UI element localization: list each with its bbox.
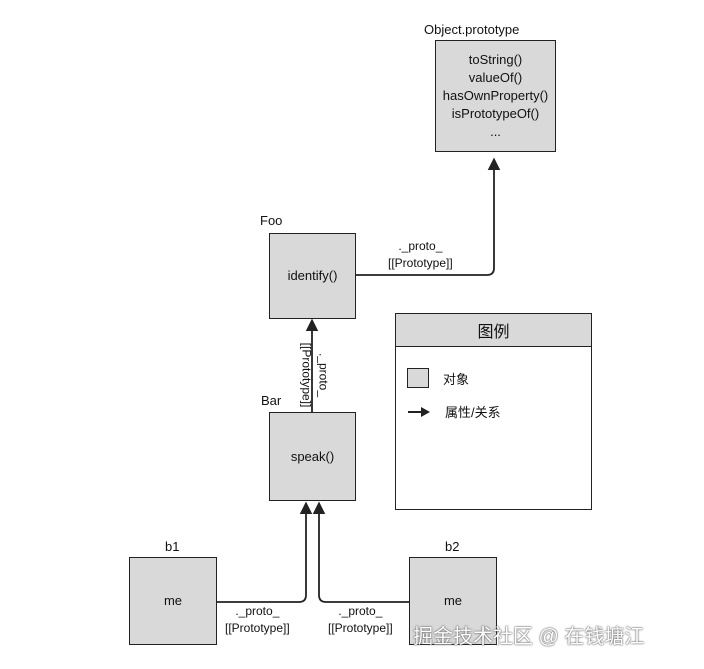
- object-prototype-title: Object.prototype: [424, 22, 520, 37]
- object-method: valueOf(): [468, 70, 523, 85]
- object-swatch-icon: [407, 368, 429, 388]
- b2-method: me: [443, 593, 463, 608]
- object-method: isPrototypeOf(): [451, 106, 540, 121]
- b1-title: b1: [165, 539, 180, 554]
- edge-label-line: [[Prototype]]: [328, 621, 393, 635]
- legend-relation-row: 属性/关系: [407, 402, 501, 421]
- legend-title: 图例: [396, 314, 591, 347]
- b2-title: b2: [445, 539, 460, 554]
- edge-label-line: [[Prototype]]: [388, 256, 453, 270]
- arrow-foo-to-object-prototype: [356, 157, 501, 276]
- edge-label-b1-to-bar: ._proto_ [[Prototype]]: [225, 603, 290, 637]
- arrow-right-icon: [408, 406, 430, 417]
- edge-label-b2-to-bar: ._proto_ [[Prototype]]: [328, 603, 393, 637]
- watermark: 掘金技术社区 @ 在钱塘江: [413, 626, 645, 648]
- foo-method: identify(): [287, 268, 338, 283]
- legend-object-label: 对象: [443, 371, 470, 387]
- b2-box: me: [409, 557, 497, 645]
- edge-label-line: ._proto_: [316, 352, 331, 398]
- edge-label-line: [[Prototype]]: [299, 342, 314, 408]
- edge-label-foo-to-object: ._proto_ [[Prototype]]: [388, 238, 453, 272]
- object-method: hasOwnProperty(): [442, 88, 549, 103]
- foo-title: Foo: [260, 213, 283, 228]
- bar-method: speak(): [290, 448, 335, 464]
- object-method: ...: [490, 124, 501, 139]
- edge-label-bar-to-foo: ._proto_ [[Prototype]]: [297, 343, 331, 408]
- legend-relation-label: 属性/关系: [445, 405, 501, 420]
- bar-box: speak(): [269, 412, 356, 501]
- arrow-b1-to-bar: [216, 501, 313, 603]
- edge-label-line: ._proto_: [235, 604, 280, 618]
- bar-title: Bar: [261, 393, 282, 408]
- object-method: toString(): [468, 52, 523, 67]
- foo-box: identify(): [269, 233, 356, 319]
- legend: 图例 对象 属性/关系: [395, 313, 592, 510]
- edge-label-line: ._proto_: [398, 239, 443, 253]
- object-prototype-box: toString() valueOf() hasOwnProperty() is…: [435, 40, 556, 152]
- edge-label-line: ._proto_: [338, 604, 383, 618]
- edge-label-line: [[Prototype]]: [225, 621, 290, 635]
- legend-object-row: 对象: [407, 368, 469, 388]
- b1-box: me: [129, 557, 217, 645]
- b1-method: me: [163, 593, 183, 608]
- arrow-b2-to-bar: [312, 501, 409, 603]
